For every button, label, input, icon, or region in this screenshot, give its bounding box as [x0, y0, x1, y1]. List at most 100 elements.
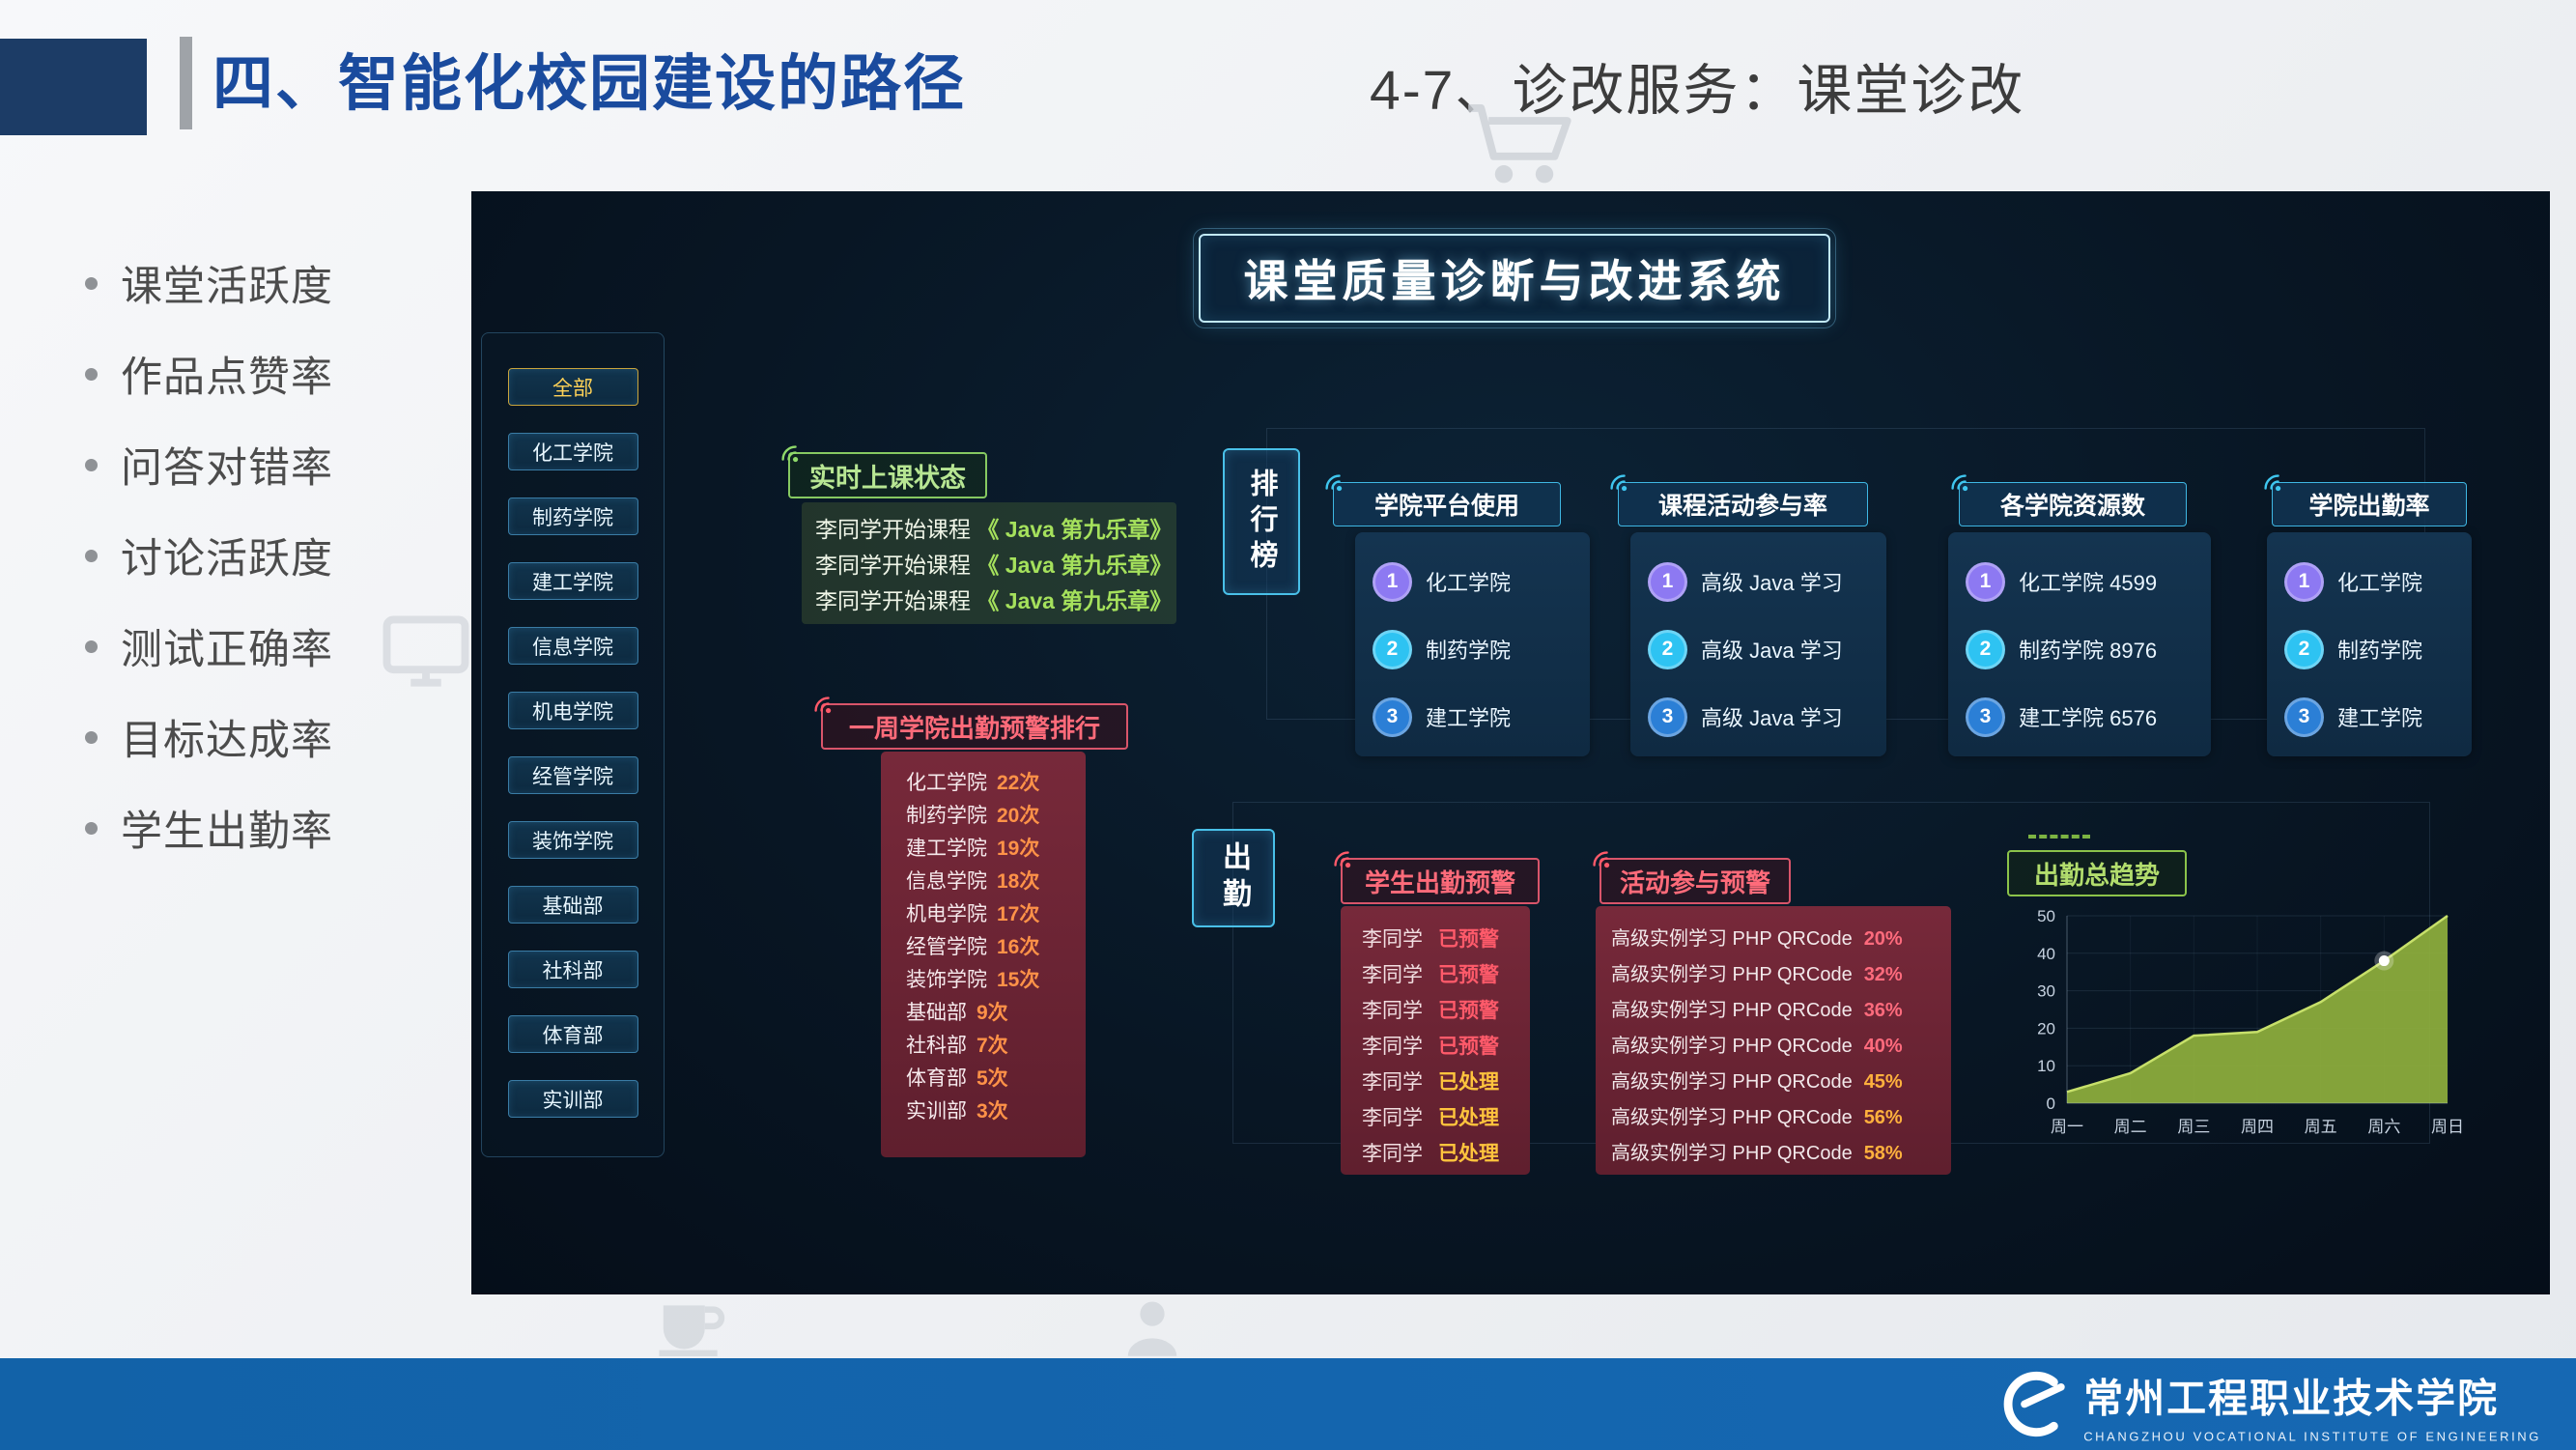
course-name: 《 Java 第九乐章》 — [977, 587, 1173, 613]
warning-count: 7次 — [977, 1035, 1008, 1057]
filter-button[interactable]: 体育部 — [507, 1015, 638, 1053]
bullet-label: 问答对错率 — [121, 445, 333, 492]
bullet-dot — [85, 549, 98, 562]
filter-button[interactable]: 制药学院 — [507, 498, 638, 535]
warning-status: 已预警 — [1438, 1000, 1499, 1022]
rank-label: 制药学院 8976 — [2019, 639, 2158, 663]
live-status-label-text: 实时上课状态 — [809, 463, 966, 493]
filter-button[interactable]: 信息学院 — [507, 627, 638, 665]
rank-badge: 1 — [1648, 561, 1687, 602]
warning-count: 16次 — [997, 936, 1040, 958]
college-name: 装饰学院 — [906, 969, 987, 991]
activity-name: 高级实例学习 PHP QRCode — [1611, 964, 1853, 985]
filter-button[interactable]: 经管学院 — [507, 756, 638, 794]
tab-ranking[interactable]: 排行榜 — [1223, 448, 1300, 595]
college-name: 化工学院 — [906, 772, 987, 794]
rank-badge: 1 — [1966, 561, 2005, 602]
table-row: 高级实例学习 PHP QRCode 58% — [1611, 1136, 1951, 1172]
activity-warning-label-text: 活动参与预警 — [1619, 867, 1770, 897]
table-row: 李同学已处理 — [1362, 1065, 1530, 1100]
bullet-label: 作品点赞率 — [121, 355, 333, 401]
student-warning-list: 李同学已预警 李同学已预警 李同学已预警 李同学已预警 李同学已处理 李同学已处… — [1341, 906, 1530, 1175]
list-item: 作品点赞率 — [85, 328, 333, 419]
table-row: 李同学已预警 — [1362, 1029, 1530, 1065]
footer: 常州工程职业技术学院 CHANGZHOU VOCATIONAL INSTITUT… — [0, 1358, 2576, 1450]
corner-accent-square — [0, 39, 147, 135]
activity-percent: 58% — [1863, 1143, 1903, 1164]
school-logo: 常州工程职业技术学院 CHANGZHOU VOCATIONAL INSTITUT… — [1993, 1365, 2541, 1443]
filter-button-all[interactable]: 全部 — [507, 368, 638, 406]
school-name-cn: 常州工程职业技术学院 — [2083, 1376, 2500, 1420]
tab-attendance[interactable]: 出勤 — [1192, 829, 1275, 927]
activity-name: 高级实例学习 PHP QRCode — [1611, 1143, 1853, 1164]
student-warning-label: 学生出勤预警 — [1334, 851, 1540, 904]
rank-label: 化工学院 — [1426, 571, 1512, 595]
warning-status: 已处理 — [1438, 1071, 1499, 1094]
student-name: 李同学 — [1362, 1107, 1423, 1129]
broadcast-icon — [781, 445, 799, 463]
filter-button[interactable]: 化工学院 — [507, 433, 638, 470]
activity-name: 高级实例学习 PHP QRCode — [1611, 1107, 1853, 1128]
list-item: 李同学开始课程 《 Java 第九乐章》 — [815, 511, 1172, 544]
ranking-panel-title: 各学院资源数 — [1951, 474, 2187, 526]
warning-count: 15次 — [997, 969, 1040, 991]
broadcast-icon — [1593, 851, 1610, 868]
page-title: 四、智能化校园建设的路径 — [212, 50, 966, 118]
filter-button[interactable]: 社科部 — [507, 951, 638, 988]
svg-text:周六: 周六 — [2367, 1118, 2400, 1136]
course-name: 《 Java 第九乐章》 — [977, 552, 1173, 578]
svg-text:周四: 周四 — [2241, 1118, 2274, 1136]
rank-label: 化工学院 — [2337, 571, 2423, 595]
college-filter-panel: 全部 化工学院 制药学院 建工学院 信息学院 机电学院 经管学院 装饰学院 基础… — [481, 332, 665, 1157]
course-name: 《 Java 第九乐章》 — [977, 517, 1173, 543]
svg-text:周二: 周二 — [2114, 1118, 2147, 1136]
svg-text:周三: 周三 — [2177, 1118, 2210, 1136]
table-row: 李同学已预警 — [1362, 993, 1530, 1029]
table-row: 李同学已处理 — [1362, 1100, 1530, 1136]
list-item: 李同学开始课程 《 Java 第九乐章》 — [815, 547, 1172, 580]
student-name: 李同学 — [1362, 1000, 1423, 1022]
bullet-dot — [85, 730, 98, 744]
table-row: 李同学已预警 — [1362, 922, 1530, 957]
person-icon — [1127, 1301, 1177, 1356]
filter-button[interactable]: 实训部 — [507, 1080, 638, 1118]
college-name: 建工学院 — [906, 838, 987, 860]
bullet-dot — [85, 640, 98, 653]
filter-button[interactable]: 建工学院 — [507, 562, 638, 600]
bullet-dot — [85, 276, 98, 290]
college-name: 信息学院 — [906, 870, 987, 893]
live-status-list: 李同学开始课程 《 Java 第九乐章》 李同学开始课程 《 Java 第九乐章… — [802, 502, 1176, 624]
filter-button[interactable]: 基础部 — [507, 886, 638, 924]
warning-count: 22次 — [997, 772, 1040, 794]
activity-name: 高级实例学习 PHP QRCode — [1611, 928, 1853, 950]
rank-badge: 2 — [1648, 629, 1687, 669]
college-name: 制药学院 — [906, 805, 987, 827]
rank-label: 制药学院 — [1426, 639, 1512, 663]
bullet-label: 讨论活跃度 — [121, 536, 333, 583]
ranking-panel-title: 课程活动参与率 — [1610, 474, 1868, 526]
filter-button[interactable]: 装饰学院 — [507, 821, 638, 859]
student-warning-label-text: 学生出勤预警 — [1364, 867, 1515, 897]
filter-button[interactable]: 机电学院 — [507, 692, 638, 729]
live-status-text: 李同学开始课程 — [815, 587, 971, 613]
svg-text:周日: 周日 — [2431, 1118, 2464, 1136]
ranking-panel-title-text: 学院出勤率 — [2308, 493, 2430, 520]
svg-text:10: 10 — [2037, 1057, 2055, 1075]
warning-status: 已预警 — [1438, 964, 1499, 986]
activity-name: 高级实例学习 PHP QRCode — [1611, 1036, 1853, 1057]
